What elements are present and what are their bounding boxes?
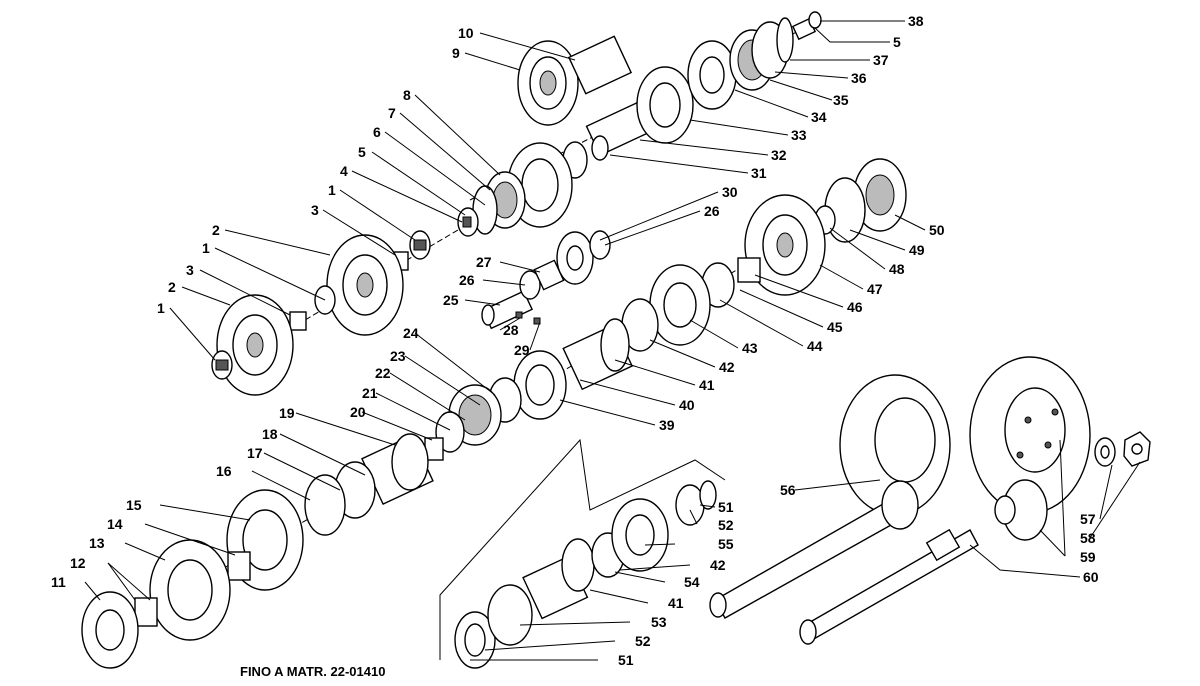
label-37: 37: [873, 52, 889, 68]
label-24: 24: [403, 325, 419, 341]
label-26-b: 26: [459, 272, 475, 288]
top-shaft-group: [469, 11, 822, 201]
input-gear-group: [211, 142, 573, 396]
label-14: 14: [107, 516, 123, 532]
serial-range-caption: FINO A MATR. 22-01410: [240, 664, 385, 679]
label-3-a: 3: [311, 202, 319, 218]
label-26-a: 26: [704, 203, 720, 219]
label-16: 16: [216, 463, 232, 479]
label-4: 4: [340, 163, 348, 179]
label-25: 25: [443, 292, 459, 308]
label-42-a: 42: [719, 359, 735, 375]
label-5-top: 5: [893, 34, 901, 50]
label-41-a: 41: [699, 377, 715, 393]
label-52-b: 52: [635, 633, 651, 649]
bevel-drive-group: [709, 356, 1151, 645]
label-10: 10: [458, 25, 474, 41]
label-56: 56: [780, 482, 796, 498]
label-39: 39: [659, 417, 675, 433]
label-60: 60: [1083, 569, 1099, 585]
label-2-b: 2: [168, 279, 176, 295]
label-5-left: 5: [358, 144, 366, 160]
label-28: 28: [503, 322, 519, 338]
part-number-labels: 38 5 37 36 35 34 33 32 31 10 9 8 7 6 5 4…: [51, 13, 1099, 679]
label-18: 18: [262, 426, 278, 442]
label-12: 12: [70, 555, 86, 571]
label-30: 30: [722, 184, 738, 200]
label-15: 15: [126, 497, 142, 513]
label-2-a: 2: [212, 222, 220, 238]
label-50: 50: [929, 222, 945, 238]
label-47: 47: [867, 281, 883, 297]
label-32: 32: [771, 147, 787, 163]
label-53: 53: [651, 614, 667, 630]
label-51-a: 51: [718, 499, 734, 515]
label-35: 35: [833, 92, 849, 108]
label-22: 22: [375, 365, 391, 381]
label-7: 7: [388, 105, 396, 121]
label-49: 49: [909, 242, 925, 258]
label-1-c: 1: [157, 300, 165, 316]
label-11: 11: [51, 574, 66, 590]
label-31: 31: [751, 165, 767, 181]
label-17: 17: [247, 445, 263, 461]
label-1-a: 1: [328, 182, 336, 198]
label-38: 38: [908, 13, 924, 29]
reverse-idler-group: [481, 230, 611, 330]
label-55: 55: [718, 536, 734, 552]
label-13: 13: [89, 535, 105, 551]
label-36: 36: [851, 70, 867, 86]
label-6: 6: [373, 124, 381, 140]
label-59: 59: [1080, 549, 1096, 565]
leader-lines: [84, 20, 1141, 661]
label-54: 54: [684, 574, 700, 590]
label-44: 44: [807, 338, 823, 354]
label-19: 19: [279, 405, 295, 421]
label-33: 33: [791, 127, 807, 143]
label-45: 45: [827, 319, 843, 335]
label-34: 34: [811, 109, 827, 125]
label-52-a: 52: [718, 517, 734, 533]
label-8: 8: [403, 87, 411, 103]
label-42-b: 42: [710, 557, 726, 573]
label-27: 27: [476, 254, 492, 270]
label-3-b: 3: [186, 262, 194, 278]
alternative-parts-inset: [439, 438, 726, 669]
label-9: 9: [452, 45, 460, 61]
label-21: 21: [362, 385, 378, 401]
main-shaft-group: [81, 158, 907, 669]
label-29: 29: [514, 342, 530, 358]
label-40: 40: [679, 397, 695, 413]
label-20: 20: [350, 404, 366, 420]
label-58: 58: [1080, 530, 1096, 546]
label-51-b: 51: [618, 652, 634, 668]
label-57: 57: [1080, 511, 1096, 527]
label-41-b: 41: [668, 595, 684, 611]
label-48: 48: [889, 261, 905, 277]
label-1-b: 1: [202, 240, 210, 256]
label-23: 23: [390, 348, 406, 364]
label-46: 46: [847, 299, 863, 315]
label-43: 43: [742, 340, 758, 356]
